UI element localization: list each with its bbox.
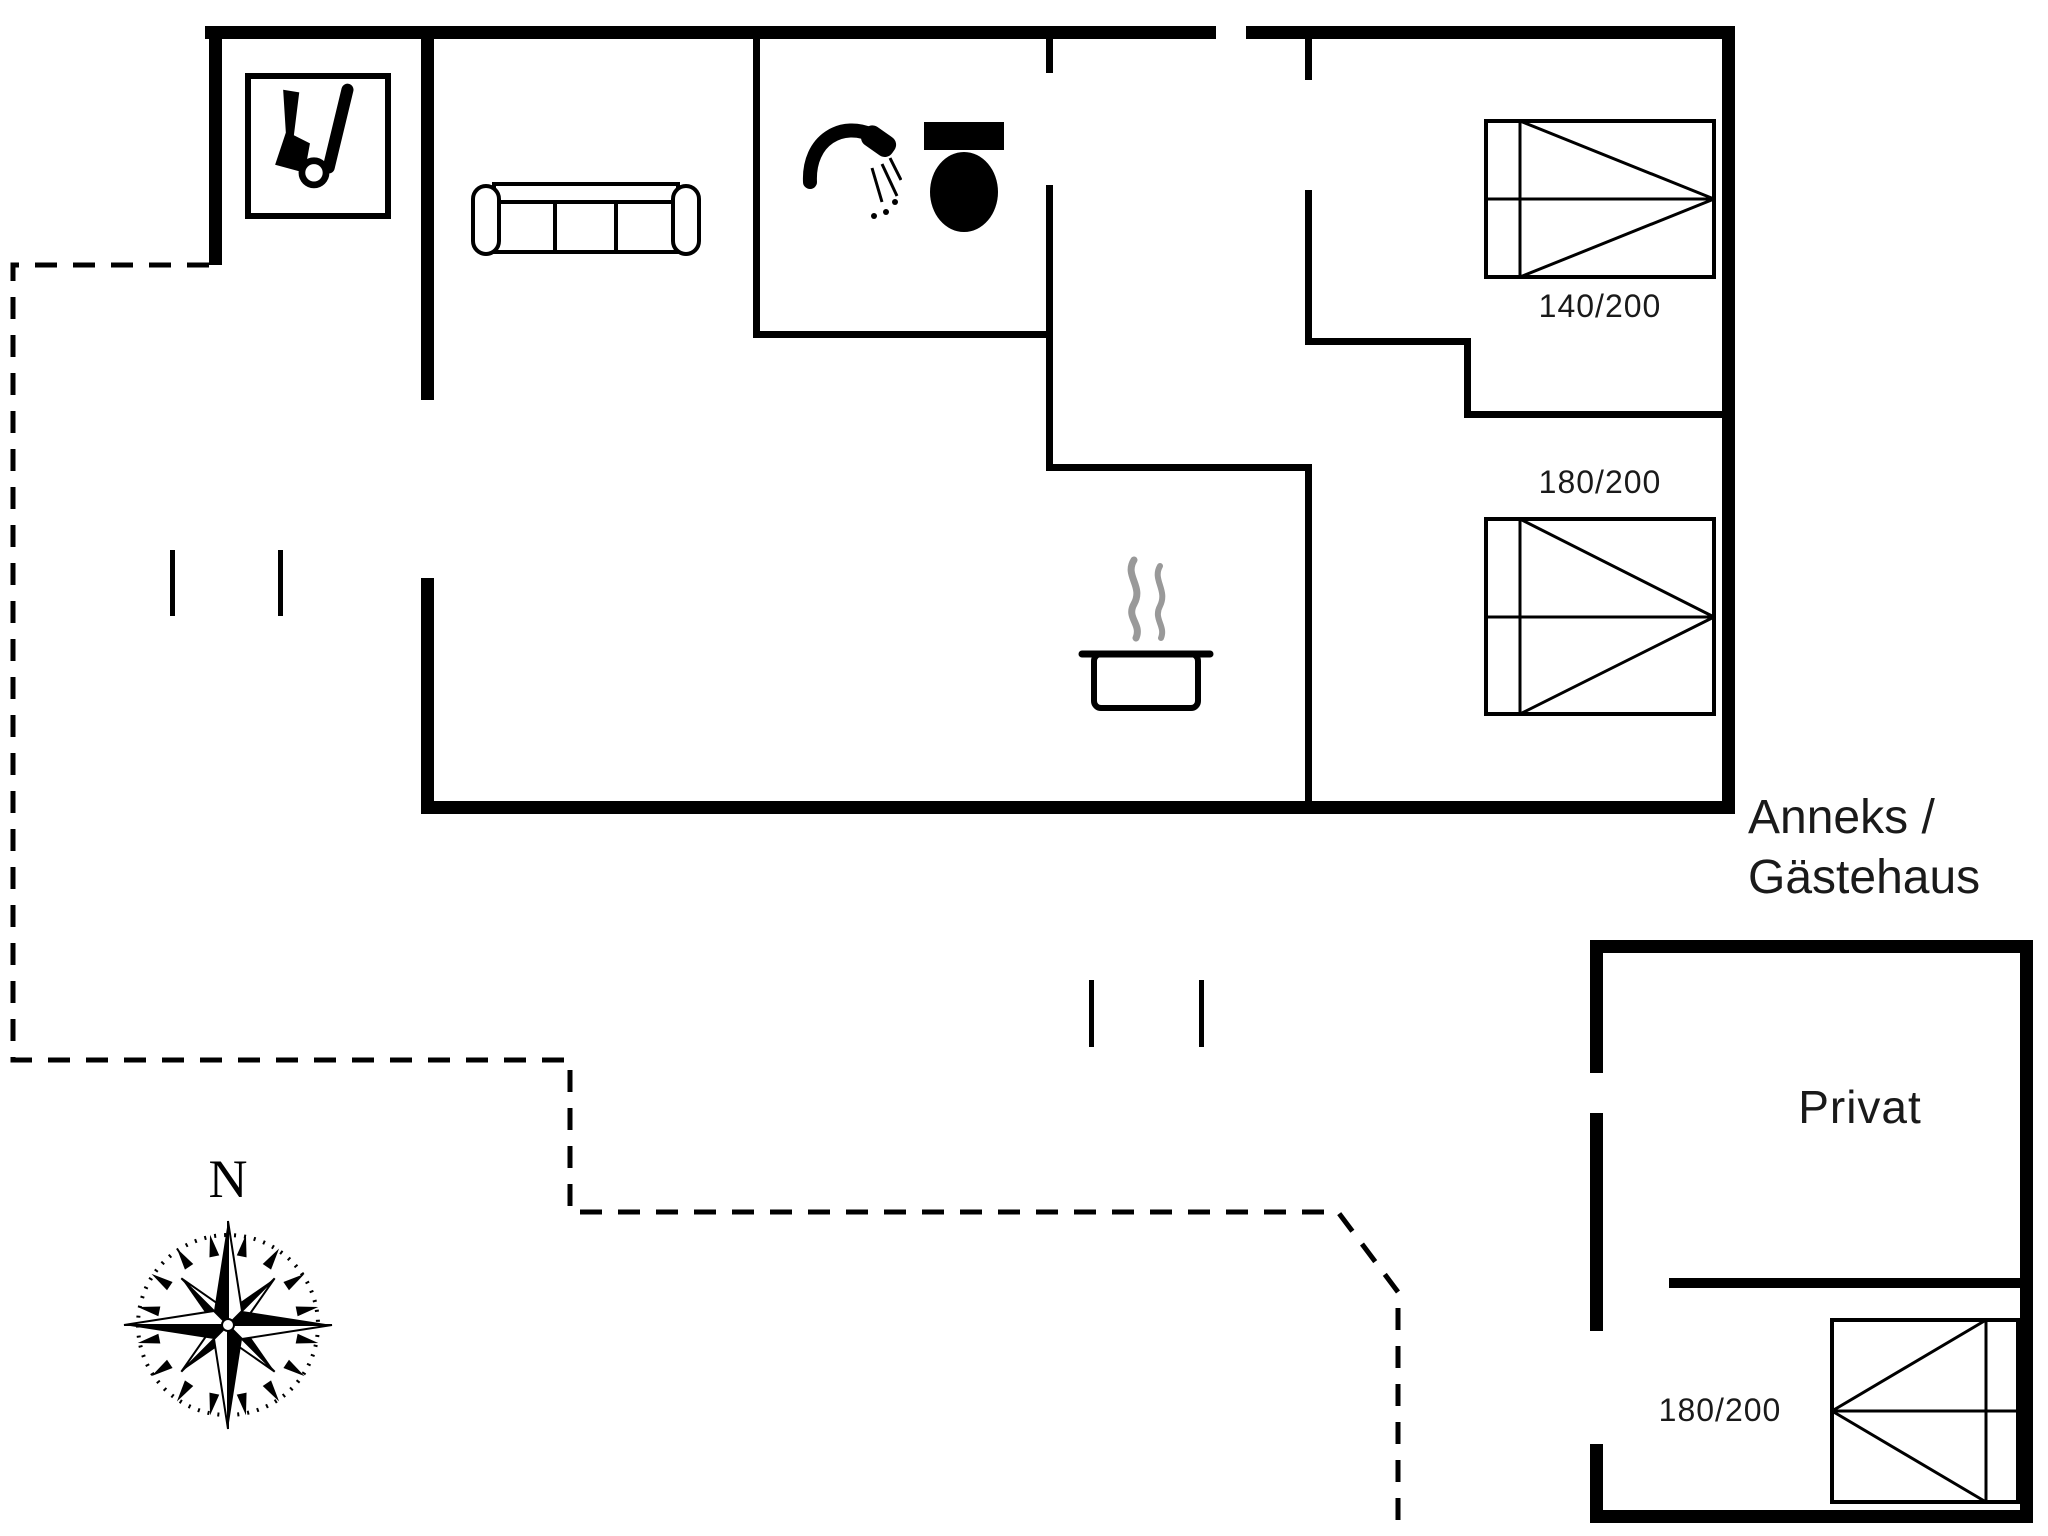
bed-size-label-180-200: 180/200 — [1538, 464, 1662, 500]
wall-annex-west-1 — [1590, 940, 1603, 1073]
wood-stove-icon — [245, 73, 391, 219]
door-mark-terrace-west-1 — [170, 550, 175, 616]
wall-kitchen-east — [1305, 464, 1312, 801]
wall-hall-east-upper — [1305, 39, 1312, 80]
wall-annex-divider — [1669, 1278, 2020, 1288]
wall-bed-divider-west — [1312, 338, 1464, 345]
wall-hall-east-mid — [1305, 190, 1312, 345]
double-bed-icon-180 — [1484, 517, 1716, 716]
wall-living-west-lower — [421, 578, 434, 814]
annex-title-line1: Anneks / — [1748, 791, 1935, 844]
double-bed-icon-140 — [1484, 119, 1716, 279]
privat-room-label: Privat — [1798, 1081, 1922, 1133]
annex-bed-size-label: 180/200 — [1658, 1392, 1782, 1428]
wall-annex-west-4 — [1590, 1444, 1603, 1523]
wall-kitchen-north — [1046, 464, 1312, 471]
wall-annex-south — [1590, 1510, 2033, 1523]
compass-rose-icon — [123, 1220, 333, 1430]
wall-annex-east — [2020, 940, 2033, 1523]
wall-west-entry — [209, 26, 222, 265]
wall-bath-east-upper — [1046, 39, 1053, 73]
wall-annex-north — [1590, 940, 2033, 953]
cooking-pot-icon — [1078, 556, 1214, 711]
wall-south-main — [421, 801, 1735, 814]
compass-north-label: N — [208, 1149, 248, 1209]
wall-top-west — [205, 26, 1216, 39]
annex-title-line2: Gästehaus — [1748, 851, 1981, 904]
bed-size-label-140-200: 140/200 — [1538, 288, 1662, 324]
sofa-icon — [471, 182, 701, 256]
door-mark-terrace-south-1 — [1089, 980, 1094, 1047]
shower-icon — [802, 123, 902, 219]
wall-bath-east-lower — [1046, 185, 1053, 471]
wall-top-east — [1246, 26, 1735, 39]
wall-east-main — [1722, 26, 1735, 814]
wall-bath-west — [753, 39, 760, 331]
wall-living-west-upper — [421, 26, 434, 400]
door-mark-terrace-south-2 — [1199, 980, 1204, 1047]
annex-title: Anneks / Gästehaus — [1748, 788, 1980, 908]
wall-annex-west-2 — [1590, 1113, 1603, 1278]
toilet-icon — [924, 122, 1004, 232]
wall-bed-divider-step — [1464, 338, 1471, 418]
wall-bath-south — [753, 331, 1053, 338]
wall-annex-west-3 — [1590, 1278, 1603, 1331]
wall-bed-divider-east — [1464, 411, 1723, 418]
double-bed-icon-annex — [1830, 1318, 2020, 1504]
door-mark-terrace-west-2 — [278, 550, 283, 616]
